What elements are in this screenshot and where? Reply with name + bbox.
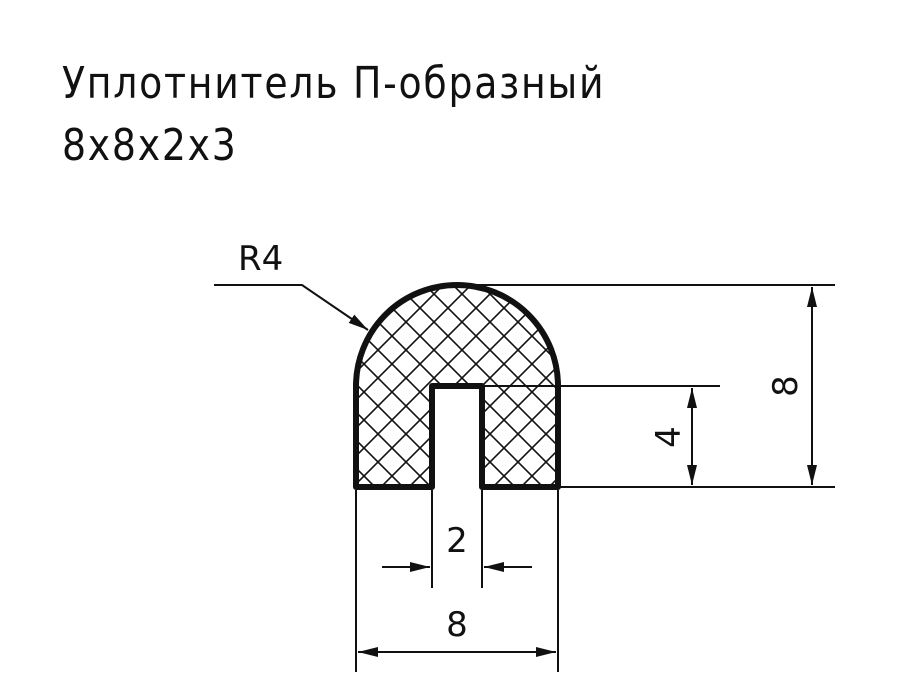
drawing-title: Уплотнитель П-образный <box>62 58 606 109</box>
dimension-label-width: 8 <box>446 605 468 645</box>
dimension-label-height: 8 <box>766 375 806 397</box>
radius-leader-line <box>214 284 369 331</box>
radius-label: R4 <box>238 239 283 279</box>
dimension-label-slot-width: 2 <box>446 521 468 561</box>
drawing-subtitle: 8x8x2x3 <box>62 120 238 171</box>
profile-section <box>353 282 561 490</box>
dimension-label-slot-depth: 4 <box>649 426 689 448</box>
